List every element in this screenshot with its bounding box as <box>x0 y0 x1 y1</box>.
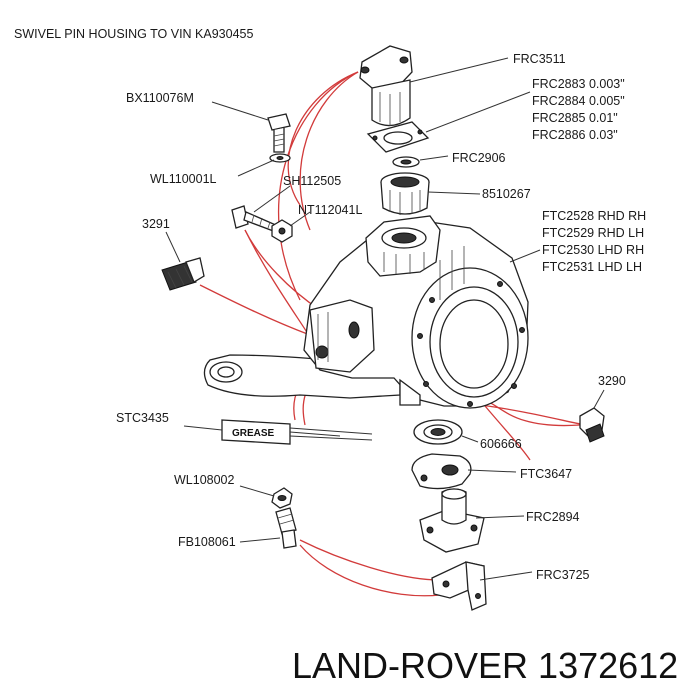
brand-part-number: LAND-ROVER 1372612 <box>292 645 678 686</box>
top-swivel-cap <box>359 45 413 127</box>
part-labels: FRC3511 FRC2883 0.003" FRC2884 0.005" FR… <box>116 52 646 582</box>
leader-lines <box>165 57 605 581</box>
shim-plate <box>366 121 430 153</box>
label-bx110076m: BX110076M <box>126 91 194 105</box>
thrust-washer <box>392 156 420 168</box>
bottom-swivel-pin <box>419 488 485 553</box>
shim-ftc3647 <box>411 453 472 490</box>
label-frc2883: FRC2883 0.003" <box>532 77 625 91</box>
label-ftc2530: FTC2530 LHD RH <box>542 243 644 257</box>
swivel-pin-housing <box>203 215 529 409</box>
label-606666: 606666 <box>480 437 522 451</box>
label-frc3511: FRC3511 <box>513 52 566 66</box>
bolt-sh112505 <box>231 205 279 233</box>
bearing-606666 <box>413 419 463 445</box>
grease-text: GREASE <box>232 428 275 439</box>
label-frc2894: FRC2894 <box>526 510 580 524</box>
taper-bearing <box>380 172 430 215</box>
label-frc2884: FRC2884 0.005" <box>532 94 625 108</box>
label-frc2906: FRC2906 <box>452 151 506 165</box>
label-ftc2528: FTC2528 RHD RH <box>542 209 646 223</box>
label-nt112041l: NT112041L <box>298 203 362 217</box>
nut-nt112041l <box>271 219 293 243</box>
diagram-title: SWIVEL PIN HOUSING TO VIN KA930455 <box>14 27 253 41</box>
label-ftc3647: FTC3647 <box>520 467 572 481</box>
label-frc2886: FRC2886 0.03" <box>532 128 618 142</box>
label-frc2885: FRC2885 0.01" <box>532 111 618 125</box>
label-3291: 3291 <box>142 217 170 231</box>
bolt-fb108061 <box>275 507 297 549</box>
plug-3290 <box>579 407 605 443</box>
label-ftc2531: FTC2531 LHD LH <box>542 260 642 274</box>
washer-wl108002 <box>271 487 293 509</box>
label-wl108002: WL108002 <box>174 473 235 487</box>
label-frc3725: FRC3725 <box>536 568 590 582</box>
label-stc3435: STC3435 <box>116 411 169 425</box>
label-wl110001l: WL110001L <box>150 172 217 186</box>
label-3290: 3290 <box>598 374 626 388</box>
label-fb108061: FB108061 <box>178 535 236 549</box>
washer-wl110001l <box>269 153 291 163</box>
bolt-bx110076m <box>267 113 291 153</box>
grease-label-strip: GREASE <box>221 419 373 445</box>
bracket-frc3725 <box>431 561 487 611</box>
label-ftc2529: FTC2529 RHD LH <box>542 226 644 240</box>
label-8510267: 8510267 <box>482 187 531 201</box>
plug-3291 <box>161 257 205 291</box>
label-sh112505: SH112505 <box>283 174 341 188</box>
